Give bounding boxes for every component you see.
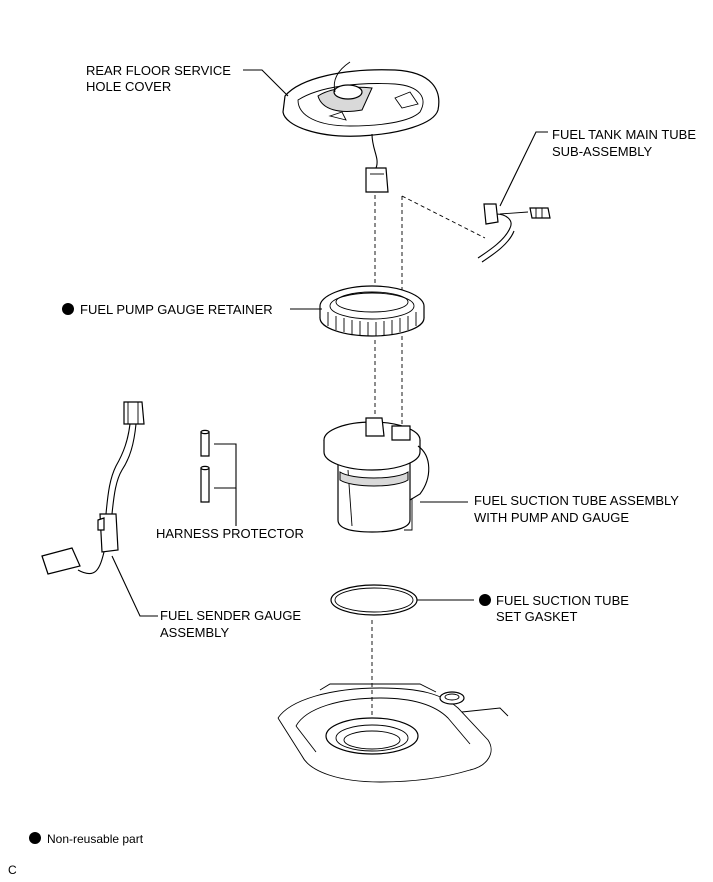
label-fuel-pump-gauge-retainer: FUEL PUMP GAUGE RETAINER bbox=[62, 302, 273, 317]
svg-text:FUEL SUCTION TUBE ASSEMBLY: FUEL SUCTION TUBE ASSEMBLY bbox=[474, 493, 679, 508]
legend-marker bbox=[29, 832, 41, 844]
label-harness-protector: HARNESS PROTECTOR bbox=[156, 526, 304, 541]
fuel-suction-tube-set-gasket bbox=[330, 584, 418, 616]
non-reusable-marker bbox=[479, 594, 491, 606]
rear-floor-service-hole-cover bbox=[282, 61, 440, 193]
svg-text:WITH PUMP AND GAUGE: WITH PUMP AND GAUGE bbox=[474, 510, 629, 525]
label-fuel-tank-main-tube: FUEL TANK MAIN TUBE SUB-ASSEMBLY bbox=[552, 127, 696, 159]
harness-protectors bbox=[200, 429, 210, 503]
svg-text:SET GASKET: SET GASKET bbox=[496, 609, 577, 624]
fuel-suction-tube-assembly bbox=[323, 417, 430, 533]
svg-text:ASSEMBLY: ASSEMBLY bbox=[160, 625, 229, 640]
svg-text:FUEL TANK MAIN TUBE: FUEL TANK MAIN TUBE bbox=[552, 127, 696, 142]
figure-code: C bbox=[8, 863, 17, 877]
label-fuel-sender-gauge-assembly: FUEL SENDER GAUGE ASSEMBLY bbox=[160, 608, 301, 640]
fuel-sender-gauge-assembly bbox=[41, 401, 145, 575]
fuel-pump-gauge-retainer bbox=[319, 285, 425, 337]
svg-text:FUEL SENDER GAUGE: FUEL SENDER GAUGE bbox=[160, 608, 301, 623]
legend: Non-reusable part bbox=[29, 832, 144, 846]
fuel-tank-opening bbox=[277, 683, 509, 783]
leader-lines bbox=[111, 69, 548, 617]
svg-text:Non-reusable part: Non-reusable part bbox=[47, 832, 144, 846]
svg-text:FUEL PUMP GAUGE RETAINER: FUEL PUMP GAUGE RETAINER bbox=[80, 302, 273, 317]
svg-text:SUB-ASSEMBLY: SUB-ASSEMBLY bbox=[552, 144, 653, 159]
svg-text:FUEL SUCTION TUBE: FUEL SUCTION TUBE bbox=[496, 593, 629, 608]
non-reusable-marker bbox=[62, 303, 74, 315]
svg-text:HARNESS PROTECTOR: HARNESS PROTECTOR bbox=[156, 526, 304, 541]
label-fuel-suction-tube-assembly: FUEL SUCTION TUBE ASSEMBLY WITH PUMP AND… bbox=[474, 493, 679, 525]
label-fuel-suction-tube-set-gasket: FUEL SUCTION TUBE SET GASKET bbox=[479, 593, 629, 624]
label-rear-floor-service-hole-cover: REAR FLOOR SERVICE HOLE COVER bbox=[86, 63, 231, 94]
svg-text:REAR FLOOR SERVICE: REAR FLOOR SERVICE bbox=[86, 63, 231, 78]
svg-text:HOLE COVER: HOLE COVER bbox=[86, 79, 171, 94]
fuel-tank-main-tube bbox=[477, 203, 551, 263]
